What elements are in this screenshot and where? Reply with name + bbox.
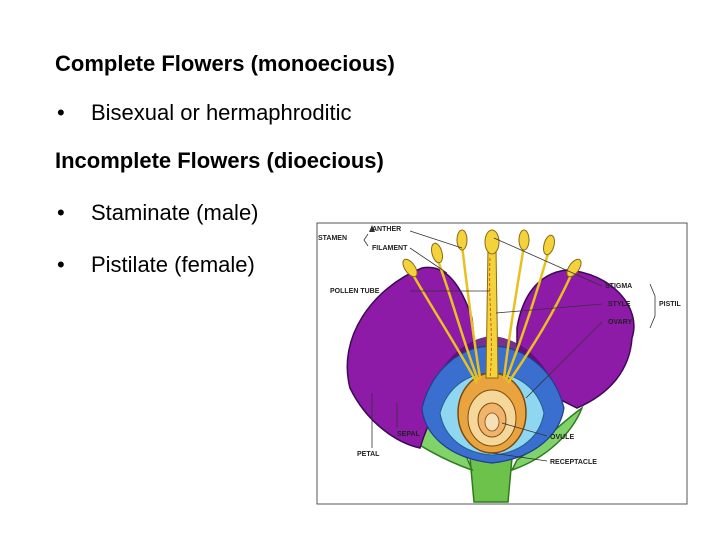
pistil-bracket [649,283,656,329]
label-style: STYLE [608,301,631,308]
bullet-staminate: • Staminate (male) [57,200,259,226]
bullet-text: Pistilate (female) [91,252,255,277]
ovule-core [484,412,500,432]
stigma [484,229,500,255]
label-stigma: STIGMA [605,283,632,290]
bullet-symbol: • [57,252,65,277]
filaments [410,244,574,384]
bullet-symbol: • [57,100,65,125]
bullet-text: Staminate (male) [91,200,259,225]
label-pistil: PISTIL [659,301,682,308]
stem [469,457,513,503]
leader-lines [371,230,603,462]
label-stamen: STAMEN [318,235,347,242]
label-ovule: OVULE [550,434,574,441]
heading-complete-flowers: Complete Flowers (monoecious) [55,51,395,76]
label-ovary: OVARY [608,319,632,326]
pollen-tube [489,257,492,379]
label-petal: PETAL [357,451,380,458]
stamen-bracket [363,233,369,247]
label-pollen-tube: POLLEN TUBE [330,288,380,295]
bullet-pistilate: • Pistilate (female) [57,252,255,278]
bullet-bisexual: • Bisexual or hermaphroditic [57,100,351,126]
label-anther: ANTHER [372,226,401,233]
label-sepal: SEPAL [397,431,421,438]
flower-anatomy-diagram: ANTHER STAMEN FILAMENT POLLEN TUBE STIGM… [316,222,688,505]
label-receptacle: RECEPTACLE [550,459,597,466]
label-filament: FILAMENT [372,245,408,252]
bracket-arrow [369,225,375,232]
anthers [402,229,582,278]
heading-incomplete-flowers: Incomplete Flowers (dioecious) [55,148,384,173]
bullet-text: Bisexual or hermaphroditic [91,100,352,125]
bullet-symbol: • [57,200,65,225]
